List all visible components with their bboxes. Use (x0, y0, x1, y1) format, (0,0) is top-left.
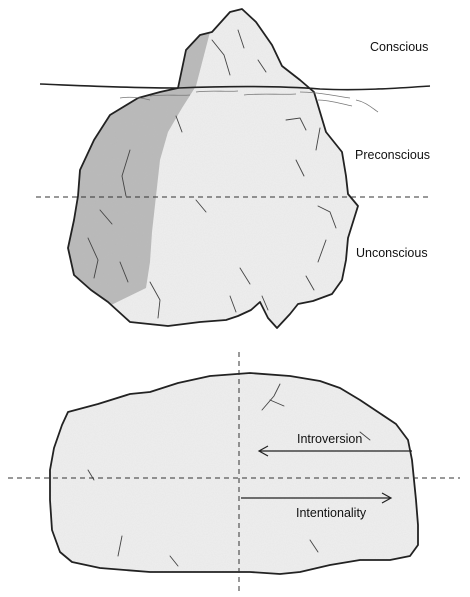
rock (8, 352, 460, 594)
unconscious-label: Unconscious (356, 246, 428, 260)
intentionality-label: Intentionality (296, 506, 366, 520)
preconscious-label: Preconscious (355, 148, 430, 162)
conscious-label: Conscious (370, 40, 428, 54)
introversion-label: Introversion (297, 432, 362, 446)
